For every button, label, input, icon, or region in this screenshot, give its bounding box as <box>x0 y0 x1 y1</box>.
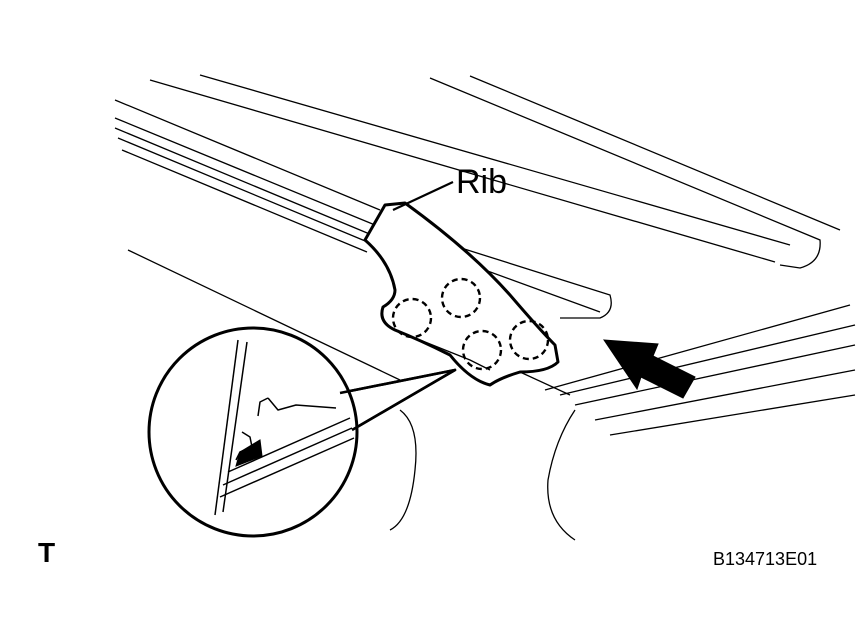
clip-location-dashed-circle-icon <box>440 277 482 319</box>
view-letter: T <box>38 537 56 568</box>
push-direction-arrow-icon <box>603 339 696 399</box>
body-lines <box>127 249 856 541</box>
rib-leader-line <box>392 181 454 211</box>
clip-location-dashed-circle-icon <box>508 319 550 361</box>
rib-label: Rib <box>456 163 508 201</box>
roof-panel-lines <box>149 74 841 269</box>
clip-location-dashed-circle-icon <box>391 297 433 339</box>
figure-code: B134713E01 <box>713 549 818 569</box>
clip-locations <box>391 277 550 371</box>
roof-rail-lines <box>114 99 612 319</box>
clip-location-dashed-circle-icon <box>461 329 503 371</box>
detail-magnifier-circle-icon <box>147 326 457 538</box>
rib-part <box>363 201 560 387</box>
